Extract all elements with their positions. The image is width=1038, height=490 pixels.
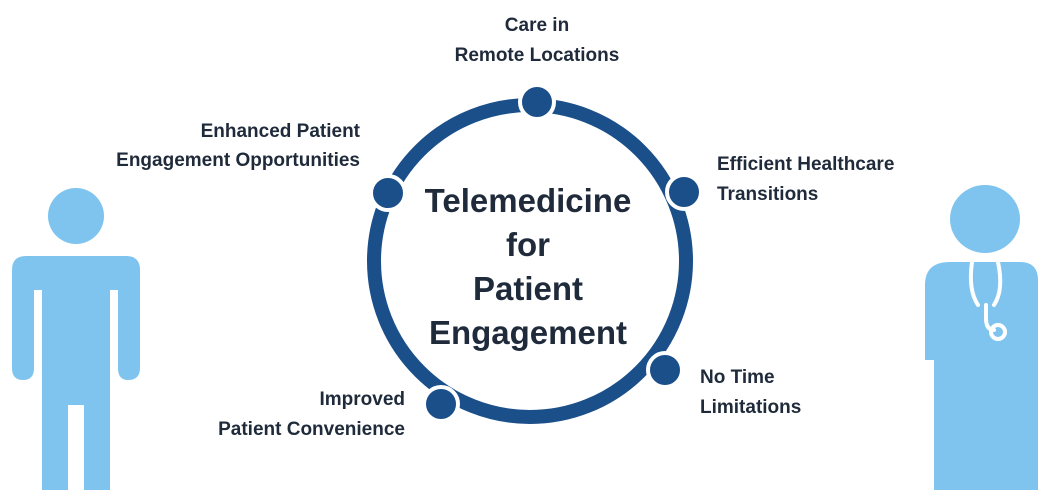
node-remote-care: [518, 83, 556, 121]
label-engagement-line-1: Enhanced Patient: [201, 121, 361, 142]
patient-figure: [12, 188, 140, 490]
label-convenience-line-2: Patient Convenience: [218, 419, 405, 440]
stethoscope-chestpiece: [989, 323, 1007, 341]
label-no-time-line-1: No Time: [700, 367, 775, 388]
label-remote-care-line-2: Remote Locations: [455, 45, 620, 66]
center-title-line-2: for: [506, 226, 550, 263]
center-title-line-3: Patient: [473, 270, 583, 307]
node-engagement: [369, 174, 407, 212]
node-convenience: [422, 385, 460, 423]
label-no-time-line-2: Limitations: [700, 397, 801, 418]
center-title: Telemedicine for Patient Engagement: [425, 182, 632, 351]
center-title-line-4: Engagement: [429, 314, 627, 351]
label-convenience: Improved Patient Convenience: [218, 389, 405, 440]
label-engagement-line-2: Engagement Opportunities: [116, 150, 360, 171]
label-transitions-line-1: Efficient Healthcare: [717, 154, 894, 175]
label-remote-care: Care in Remote Locations: [455, 15, 620, 66]
label-transitions: Efficient Healthcare Transitions: [717, 154, 894, 205]
label-engagement: Enhanced Patient Engagement Opportunitie…: [116, 121, 361, 171]
label-convenience-line-1: Improved: [319, 389, 405, 410]
label-transitions-line-2: Transitions: [717, 184, 818, 205]
doctor-body: [925, 262, 1038, 490]
doctor-figure: [925, 185, 1038, 490]
node-no-time: [646, 351, 684, 389]
center-title-line-1: Telemedicine: [425, 182, 632, 219]
patient-body: [12, 256, 140, 490]
node-transitions: [665, 173, 703, 211]
patient-head: [48, 188, 104, 244]
label-no-time: No Time Limitations: [700, 367, 801, 418]
doctor-head: [950, 185, 1020, 253]
label-remote-care-line-1: Care in: [505, 15, 569, 36]
stethoscope-icon: [968, 260, 1003, 332]
